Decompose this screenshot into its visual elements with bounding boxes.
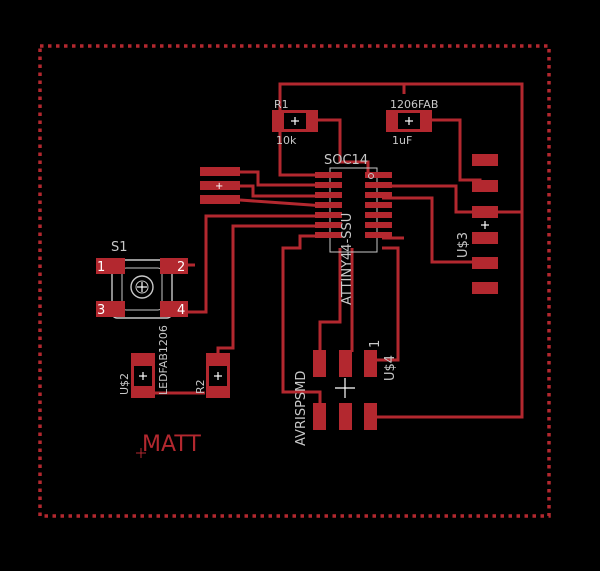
trace-ic-avr-4 (375, 246, 400, 362)
ic-pin1-marker (368, 173, 374, 179)
s1-inner (121, 267, 163, 311)
s1-pad-4 (160, 301, 180, 317)
c1-value: 1uF (392, 134, 412, 147)
s1-pin-2: 2 (177, 260, 185, 275)
s1-outline (111, 259, 173, 319)
u3-pad-3 (472, 206, 498, 218)
ic-pad-11 (365, 202, 392, 208)
ic-outline (329, 167, 378, 253)
r1-name: R1 (274, 98, 289, 111)
u3-pad-5 (472, 257, 498, 269)
u4-pad-2 (364, 350, 377, 377)
ic-name: ATTINY44-SSU (340, 213, 355, 305)
s1-pinlabel-bg-2 (176, 258, 188, 274)
board-outline (38, 44, 551, 518)
s1-pinlabel-bg-3 (96, 301, 108, 317)
ic-pad-7 (315, 232, 342, 238)
ic-pad-3 (315, 192, 342, 198)
c1-capacitor: 1206FAB 1uF (386, 98, 438, 147)
u4-pad-1 (364, 403, 377, 430)
u4-name: U$4 (383, 355, 398, 381)
credit-text: MATT (142, 432, 201, 457)
ic-pad-1 (315, 172, 342, 178)
u3-pad-2 (472, 180, 498, 192)
s1-button-inner (135, 280, 149, 294)
ic-pad-12 (365, 192, 392, 198)
u3-name: U$3 (456, 232, 471, 258)
left-header: + (200, 167, 240, 204)
s1-pinlabel-bg-4 (176, 301, 188, 317)
trace-ic-u3-1 (382, 184, 480, 214)
s1-button-outer (130, 275, 154, 299)
u3-pad-4 (472, 232, 498, 244)
credit: MATT (136, 432, 201, 458)
ic-pad-6 (315, 222, 342, 228)
ic-pad-9 (365, 222, 392, 228)
ic-pad-14 (365, 172, 392, 178)
u4-pin1: 1 (368, 340, 383, 348)
u4-pad-5 (313, 403, 326, 430)
trace-ic-r2 (216, 224, 325, 362)
led-value: LEDFAB1206 (157, 325, 170, 395)
u3-pad-1 (472, 154, 498, 166)
s1-pad-1 (105, 258, 125, 274)
c1-name: 1206FAB (390, 98, 438, 111)
ic-pads (315, 172, 392, 238)
trace-ic-switch (188, 214, 325, 314)
trace-ic-u3-2 (382, 196, 480, 264)
trace-header-2 (240, 184, 325, 198)
s1-pad-2 (160, 258, 180, 274)
trace-r1-ic (308, 118, 370, 175)
header-pad-1 (200, 167, 240, 176)
r2-resistor: R2 (194, 353, 230, 398)
header-pad-2 (200, 181, 240, 190)
ic-pad-8 (365, 232, 392, 238)
s1-pin-1: 1 (97, 260, 105, 275)
s1-name: S1 (111, 240, 128, 255)
led-name: U$2 (118, 373, 131, 395)
header-pad-3 (200, 195, 240, 204)
ic-pad-4 (315, 202, 342, 208)
r1-resistor: R1 10k (272, 98, 318, 147)
r2-name: R2 (194, 379, 207, 394)
r1-value: 10k (276, 134, 297, 147)
u4-avrisp-header: 1 U$4 AVRISPSMD (294, 340, 398, 446)
ic-package: SOC14 (324, 153, 368, 168)
s1-pad-3 (105, 301, 125, 317)
u3-pad-6 (472, 282, 498, 294)
trace-ic-avr-1 (281, 234, 325, 412)
s1-pin-labels-bg (96, 258, 188, 317)
s1-pin-4: 4 (177, 303, 185, 318)
u3-header: U$3 (456, 154, 498, 294)
s1-pinlabel-bg-1 (96, 258, 108, 274)
trace-header-1 (240, 170, 325, 187)
trace-r1-ic-left (278, 120, 325, 177)
ic-pad-5 (315, 212, 342, 218)
s1-pin-3: 3 (97, 303, 105, 318)
u4-value: AVRISPSMD (294, 371, 309, 446)
led-u2: U$2 LEDFAB1206 (118, 325, 170, 398)
switch-s1: 1 2 3 4 S1 (96, 240, 188, 319)
trace-ic-avr-2 (318, 248, 342, 350)
header-origin: + (215, 181, 223, 192)
trace-vcc-loop (278, 82, 524, 419)
u4-pad-3 (339, 403, 352, 430)
traces (152, 82, 524, 419)
ic-pad-13 (365, 182, 392, 188)
trace-header-3 (239, 198, 326, 208)
ic-pad-10 (365, 212, 392, 218)
ic-pad-2 (315, 182, 342, 188)
u4-pad-6 (313, 350, 326, 377)
ic-attiny44: SOC14 ATTINY44-SSU (315, 153, 392, 305)
u4-pad-4 (339, 350, 352, 377)
